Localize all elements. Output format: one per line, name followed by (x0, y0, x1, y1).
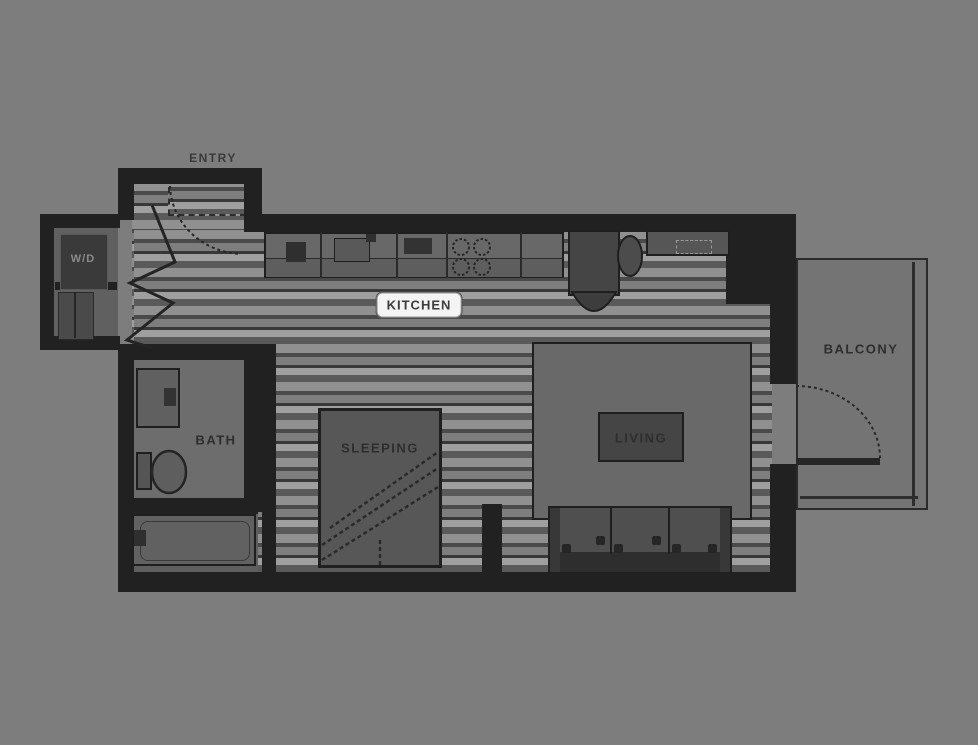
wall-left-lower (118, 344, 134, 590)
balcony-floor (796, 258, 928, 510)
entry-label: ENTRY (189, 151, 237, 165)
counter-divider-4 (520, 232, 522, 278)
wall-living-stub (482, 504, 502, 578)
wall-bath-tub-divider (126, 498, 258, 514)
cooktop-panel-icon (404, 238, 432, 254)
sofa-arm-left (550, 508, 560, 572)
wall-right-upper (770, 214, 796, 384)
washer-dryer-label: W/D (70, 253, 96, 265)
wd-lower-closet-line (74, 292, 76, 338)
washer-dryer-unit (60, 234, 108, 290)
wall-right-lower (770, 464, 796, 590)
coffee-table (598, 412, 684, 462)
sofa-backrest (550, 552, 730, 572)
wall-entry-top (118, 168, 262, 184)
faucet-icon (366, 234, 376, 242)
sofa-divider-1 (610, 506, 612, 554)
bathtub (132, 514, 256, 566)
wall-bath-right (244, 352, 262, 512)
counter-lower-band (266, 258, 562, 277)
counter-divider-1 (320, 232, 322, 278)
sofa-button-2 (596, 536, 605, 545)
desk-chair-icon (676, 240, 712, 254)
wall-entry-left (118, 182, 134, 220)
sleeping-label: SLEEPING (341, 440, 419, 456)
bath-label: BATH (195, 432, 237, 448)
vanity-faucet-icon (164, 388, 176, 406)
wall-kitchen-top (250, 214, 796, 232)
sofa-button-6 (708, 544, 717, 553)
balcony-rail-right (912, 262, 915, 506)
wd-lower-closet (58, 292, 94, 340)
balcony-door-leaf (796, 458, 880, 465)
sofa-divider-2 (668, 506, 670, 554)
sink-icon (334, 238, 370, 262)
sofa-button-1 (562, 544, 571, 553)
wall-wd-top (40, 214, 120, 228)
sofa-arm-right (720, 508, 730, 572)
tub-faucet-icon (134, 530, 146, 546)
balcony-label: BALCONY (823, 341, 899, 357)
kitchen-label: KITCHEN (376, 292, 462, 318)
counter-divider-3 (446, 232, 448, 278)
sofa-button-4 (652, 536, 661, 545)
desk (646, 230, 730, 256)
sofa-button-3 (614, 544, 623, 553)
wall-bottom (118, 572, 796, 592)
wall-wd-left (40, 214, 54, 350)
living-label: LIVING (614, 430, 668, 446)
balcony-rail-bottom (800, 496, 918, 499)
oven-icon (286, 242, 306, 262)
dining-table (568, 230, 620, 296)
toilet-tank (136, 452, 152, 490)
wall-sleeping-left (262, 344, 276, 578)
sofa-button-5 (672, 544, 681, 553)
bed (318, 408, 442, 568)
bathtub-inner (140, 521, 250, 561)
counter-divider-2 (396, 232, 398, 278)
